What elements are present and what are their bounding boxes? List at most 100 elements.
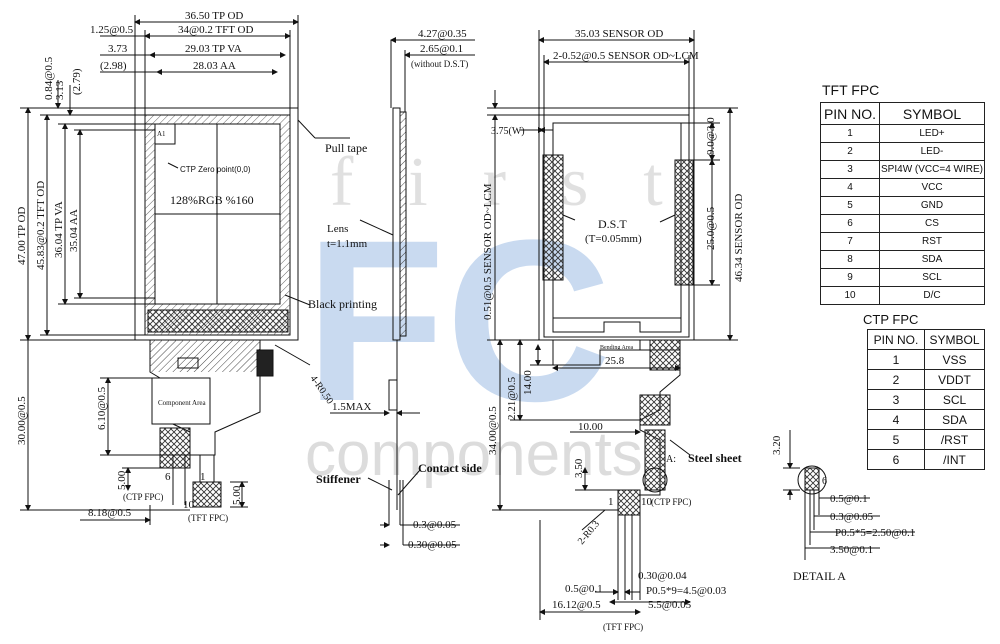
pin-symbol: D/C [879, 286, 985, 305]
pin-number: 7 [820, 232, 880, 251]
dim-427: 4.27@0.35 [418, 28, 467, 40]
pin-number: 2 [867, 369, 925, 390]
dim-313: 3.13 [54, 80, 66, 100]
dim-tp-od: 36.50 TP OD [185, 10, 243, 22]
pin-number: 3 [867, 389, 925, 410]
dim-sensor-od-lcm: 2-0.52@0.5 SENSOR OD~LCM [553, 50, 699, 62]
pin-symbol: /INT [924, 449, 985, 470]
label-back-pin1: 1 [608, 496, 614, 508]
dim-tft-od: 34@0.2 TFT OD [178, 24, 253, 36]
dim-125: 1.25@0.5 [90, 24, 134, 36]
pin-symbol: VDDT [924, 369, 985, 390]
pin-number: 8 [820, 250, 880, 269]
label-detail-6: 6 [822, 476, 827, 487]
dim-detail-05: 0.5@0.1 [830, 493, 868, 505]
tft-head-symbol: SYMBOL [879, 102, 985, 125]
pin-symbol: SDA [879, 250, 985, 269]
dim-v-sensor-od-lcm: 0.51@0.5 SENSOR OD~LCM [482, 183, 494, 320]
label-back-pin10: 10 [641, 496, 653, 508]
tft-head-pin: PIN NO. [820, 102, 880, 125]
label-bending-area: Bending Area [600, 345, 633, 351]
label-dst-t: (T=0.05mm) [585, 233, 642, 245]
dim-373: 3.73 [108, 43, 128, 55]
pin-number: 3 [820, 160, 880, 179]
label-dst: D.S.T [598, 217, 627, 231]
label-contact-side: Contact side [418, 461, 482, 475]
label-ctp-zero: CTP Zero point(0,0) [180, 165, 251, 174]
pin-number: 6 [820, 214, 880, 233]
label-pull-tape: Pull tape [325, 141, 367, 155]
dim-298: (2.98) [100, 60, 127, 72]
label-steel-sheet: Steel sheet [688, 451, 742, 465]
pin-number: 5 [867, 429, 925, 450]
dim-1612: 16.12@0.5 [552, 599, 601, 611]
front-view [20, 15, 350, 525]
dim-3400: 34.00@0.5 [487, 406, 499, 455]
side-view [330, 37, 475, 548]
dim-55: 5.5@0.05 [648, 599, 692, 611]
pin-symbol: CS [879, 214, 985, 233]
detail-a [783, 430, 915, 560]
dim-258: 25.8 [605, 355, 625, 367]
tft-fpc-title: TFT FPC [822, 82, 880, 98]
pin-symbol: LED+ [879, 124, 985, 143]
pin-symbol: SPI4W (VCC=4 WIRE) [879, 160, 985, 179]
dim-detail-p05: P0.5*5=2.50@0.1 [835, 527, 915, 539]
label-without-dst: (without D.S.T) [411, 59, 468, 69]
pin-number: 1 [820, 124, 880, 143]
dim-back-05: 0.5@0.1 [565, 583, 603, 595]
label-tft-fpc: (TFT FPC) [188, 513, 228, 523]
dim-back-030: 0.30@0.04 [638, 570, 687, 582]
ctp-fpc-row: 5/RST [867, 429, 985, 450]
dim-detail-350: 3.50@0.1 [830, 544, 873, 556]
pin-number: 4 [867, 409, 925, 430]
dim-500b: 5.00 [231, 485, 243, 505]
pin-symbol: VSS [924, 349, 985, 370]
dim-279: (2.79) [71, 68, 83, 95]
dim-903: 9.0@3.0 [705, 117, 717, 155]
dim-265: 2.65@0.1 [420, 43, 463, 55]
dim-h-tp-od: 47.00 TP OD [16, 207, 28, 265]
dim-818: 8.18@0.5 [88, 507, 132, 519]
label-back-tft-fpc: (TFT FPC) [603, 622, 643, 632]
pin-symbol: /RST [924, 429, 985, 450]
pin-number: 9 [820, 268, 880, 287]
dim-221: 2.21@0.5 [506, 376, 518, 420]
dim-detail-03: 0.3@0.05 [830, 511, 874, 523]
dim-sensor-od: 35.03 SENSOR OD [575, 28, 663, 40]
back-view [487, 30, 738, 620]
label-a: A: [666, 454, 676, 465]
ctp-fpc-title: CTP FPC [863, 312, 919, 327]
dim-3000: 30.00@0.5 [16, 396, 28, 445]
ctp-fpc-row: 6/INT [867, 449, 985, 470]
label-detail-a: DETAIL A [793, 569, 846, 583]
dim-1400: 14.00 [522, 370, 534, 395]
pin-symbol: SCL [924, 389, 985, 410]
label-component-area: Component Area [158, 399, 207, 407]
dim-h-tp-va: 36.04 TP VA [53, 201, 65, 258]
dim-back-p05: P0.5*9=4.5@0.03 [646, 585, 727, 597]
label-stiffener: Stiffener [316, 472, 361, 486]
label-lens-t: t=1.1mm [327, 238, 368, 250]
dim-375: 3.75(W) [491, 126, 525, 137]
dim-h-sensor-od: 46.34 SENSOR OD [733, 194, 745, 282]
label-a1: A1 [157, 130, 166, 138]
ctp-head-symbol: SYMBOL [924, 329, 985, 350]
pin-number: 4 [820, 178, 880, 197]
label-lens: Lens [327, 223, 348, 235]
dim-h-tft-od: 45.83@0.2 TFT OD [35, 181, 47, 270]
